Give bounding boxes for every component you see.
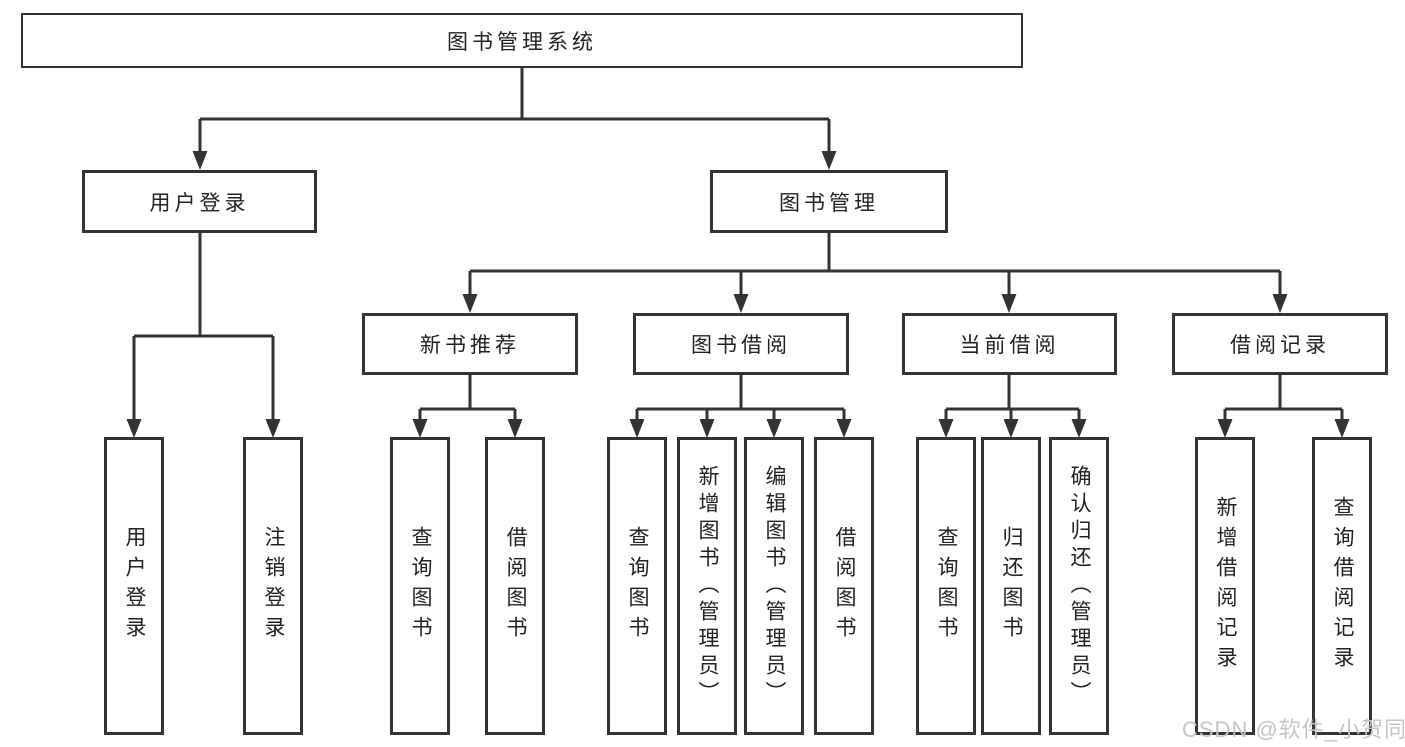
leaf-query-books-recommendation: 查询图书 (390, 437, 450, 735)
leaf-confirm-return-admin: 确认归还（管理员） (1049, 437, 1109, 735)
node-borrowing-records: 借阅记录 (1172, 313, 1388, 375)
node-label: 归还图书 (1000, 526, 1023, 646)
node-book-borrowing: 图书借阅 (633, 313, 849, 375)
leaf-return-books: 归还图书 (981, 437, 1041, 735)
node-label: 注销登录 (262, 526, 285, 646)
leaf-add-books-admin: 新增图书（管理员） (677, 437, 737, 735)
arrowheads (126, 151, 1350, 438)
node-label: 查询图书 (626, 526, 649, 646)
node-library-management-system: 图书管理系统 (21, 13, 1023, 68)
leaf-user-login: 用户登录 (104, 437, 164, 735)
node-label: 新书推荐 (420, 334, 520, 357)
node-label: 借阅图书 (833, 526, 856, 646)
node-label: 用户登录 (149, 191, 250, 215)
node-label: 新增图书（管理员） (696, 464, 719, 708)
node-label: 确认归还（管理员） (1068, 464, 1091, 708)
watermark: CSDN @软件_小贺同学 (1182, 717, 1405, 742)
node-new-book-recommendation: 新书推荐 (362, 313, 578, 375)
node-label: 图书管理 (779, 191, 879, 215)
leaf-query-books-borrowing: 查询图书 (607, 437, 667, 735)
node-label: 借阅图书 (504, 526, 527, 646)
leaf-query-books-current: 查询图书 (916, 437, 976, 735)
node-label: 图书管理系统 (447, 30, 597, 54)
node-book-management: 图书管理 (710, 170, 948, 233)
node-label: 查询图书 (409, 526, 432, 646)
leaf-borrow-books-recommendation: 借阅图书 (485, 437, 545, 735)
leaf-borrow-books: 借阅图书 (814, 437, 874, 735)
leaf-add-borrowing-record: 新增借阅记录 (1195, 437, 1255, 735)
node-current-borrowing: 当前借阅 (902, 313, 1117, 375)
node-label: 查询借阅记录 (1331, 496, 1354, 676)
leaf-edit-books-admin: 编辑图书（管理员） (744, 437, 804, 735)
leaf-logout: 注销登录 (243, 437, 303, 735)
node-label: 借阅记录 (1230, 334, 1330, 357)
node-label: 新增借阅记录 (1214, 496, 1237, 676)
node-user-login: 用户登录 (82, 170, 317, 233)
node-label: 当前借阅 (959, 334, 1060, 357)
node-label: 编辑图书（管理员） (763, 464, 786, 708)
node-label: 查询图书 (935, 526, 958, 646)
node-label: 图书借阅 (691, 334, 791, 357)
node-label: 用户登录 (123, 526, 146, 646)
leaf-query-borrowing-record: 查询借阅记录 (1312, 437, 1372, 735)
